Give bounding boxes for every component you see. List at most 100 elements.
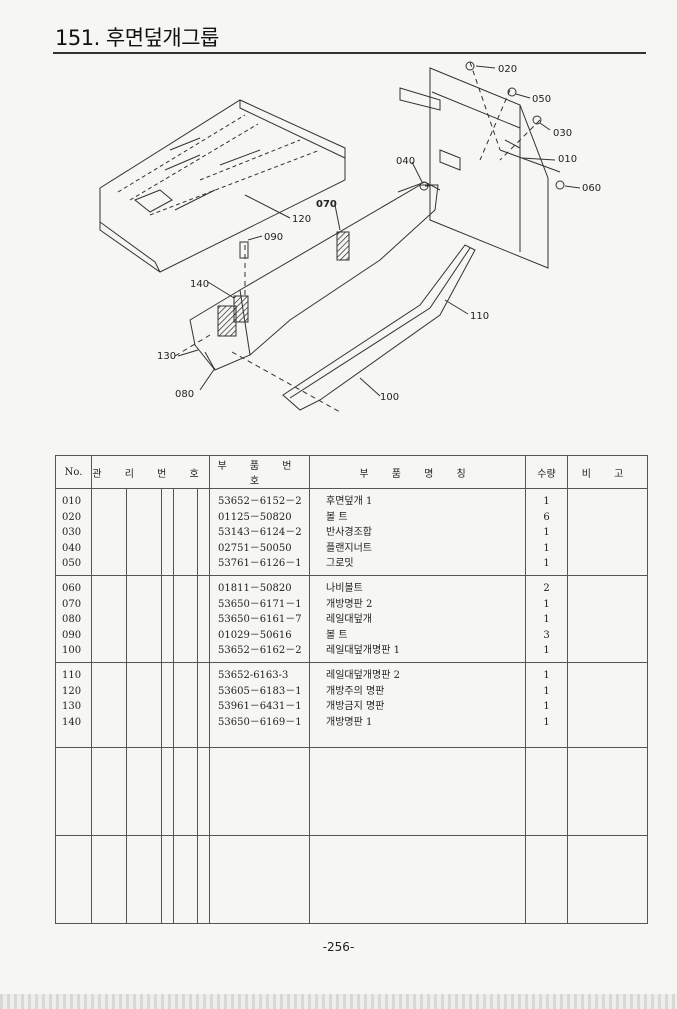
cell-part-name-value: 레일대덮개명판 2 <box>326 670 400 681</box>
cell-mgmt <box>161 575 174 663</box>
cell-mgmt <box>173 488 198 576</box>
cell-mgmt <box>173 662 198 748</box>
cell-quantity-value: 1 <box>543 645 550 656</box>
cell-no-value: 050 <box>62 558 82 569</box>
page-title: 151. 후면덮개그룹 <box>55 26 219 50</box>
scan-bottom-edge <box>0 994 677 1009</box>
cell-part-number-value: 53961－6431－1 <box>218 701 302 712</box>
cell-no-value: 030 <box>62 527 82 538</box>
cell-part-name-value: 개방명판 2 <box>326 598 373 610</box>
cell-part-name-value: 개방금지 명판 <box>326 701 385 712</box>
callout-070: 070 <box>316 199 337 210</box>
callout-090: 090 <box>264 232 283 243</box>
header-mgmt-number: 관 리 번 호 <box>91 455 210 489</box>
cell-mgmt <box>173 835 198 924</box>
cell-part-name-value: 플랜지너트 <box>326 542 372 554</box>
cell-quantity-value: 1 <box>543 558 550 569</box>
cell-quantity-value: 1 <box>543 614 550 625</box>
callout-050: 050 <box>532 94 551 105</box>
cell-part-number <box>209 835 310 924</box>
cell-part-name-value: 개방명판 1 <box>326 716 373 728</box>
cell-part-number-value: 53650－6169－1 <box>218 716 302 728</box>
cell-quantity-value: 1 <box>543 496 550 507</box>
cell-quantity <box>525 835 568 924</box>
wing-bolt-060-shape <box>555 180 565 190</box>
bolt-090-shape <box>239 241 249 259</box>
cell-part-name-value: 볼 트 <box>326 629 348 641</box>
header-part-number: 부 품 번 호 <box>209 455 310 489</box>
cell-quantity <box>525 747 568 836</box>
cell-part-name <box>309 835 526 924</box>
callout-040: 040 <box>396 156 415 167</box>
cell-mgmt <box>197 662 210 748</box>
callout-140: 140 <box>190 279 209 290</box>
cell-mgmt <box>91 835 127 924</box>
cell-part-number-value: 01125－50820 <box>218 511 292 523</box>
cell-remarks <box>567 575 648 663</box>
rear-panel-drawing <box>399 67 561 269</box>
callout-030: 030 <box>553 128 572 139</box>
table-row-group <box>55 747 648 836</box>
cell-remarks <box>567 488 648 576</box>
label-130-shape <box>217 305 237 337</box>
cell-mgmt <box>126 747 162 836</box>
cell-remarks <box>567 747 648 836</box>
title-underline <box>53 52 646 54</box>
cell-part-number-value: 53761－6126－1 <box>218 558 302 569</box>
cell-quantity-value: 1 <box>543 701 550 712</box>
exploded-parts-diagram: 020 050 030 010 060 040 070 120 090 140 … <box>99 61 601 413</box>
cell-mgmt <box>197 835 210 924</box>
cell-mgmt <box>91 747 127 836</box>
assembly-guide-lines <box>174 61 541 413</box>
cell-no-value: 140 <box>62 716 82 728</box>
cell-part-name-value: 반사경조합 <box>326 527 372 538</box>
cell-part-number <box>209 747 310 836</box>
cell-part-name <box>309 747 526 836</box>
cell-no-value: 040 <box>62 542 82 554</box>
cell-remarks <box>567 835 648 924</box>
cell-no <box>55 747 92 836</box>
cell-mgmt <box>126 488 162 576</box>
cell-no-value: 020 <box>62 511 82 523</box>
cell-quantity-value: 1 <box>543 527 550 538</box>
cell-quantity-value: 3 <box>543 629 550 641</box>
cell-part-number-value: 53143－6124－2 <box>218 527 302 538</box>
cell-quantity-value: 6 <box>543 511 550 523</box>
header-part-name: 부 품 명 칭 <box>309 455 526 489</box>
cell-remarks <box>567 662 648 748</box>
cell-part-number-value: 53652－6152－2 <box>218 496 302 507</box>
callout-130: 130 <box>157 351 176 362</box>
label-070-shape <box>336 231 350 261</box>
cell-part-name-value: 후면덮개 1 <box>326 496 373 507</box>
cell-mgmt <box>91 662 127 748</box>
cell-no <box>55 835 92 924</box>
tray-part-drawing <box>99 99 346 273</box>
page-number: -256- <box>322 940 355 954</box>
header-quantity: 수량 <box>525 455 568 489</box>
header-no: No. <box>55 455 92 489</box>
cell-no-value: 100 <box>62 645 82 656</box>
nut-040-shape <box>419 181 429 191</box>
cell-no-value: 060 <box>62 583 82 594</box>
table-row-group <box>55 835 648 924</box>
cell-no-value: 110 <box>62 670 82 681</box>
cell-mgmt <box>161 747 174 836</box>
cell-mgmt <box>173 575 198 663</box>
bolt-020-shape <box>465 61 475 71</box>
cell-part-name-value: 그로밋 <box>326 558 354 569</box>
cell-part-name-value: 나비볼트 <box>326 583 363 594</box>
cell-part-number-value: 01029－50616 <box>218 629 292 641</box>
callout-020: 020 <box>498 64 517 75</box>
cell-part-name-value: 레일대덮개 <box>326 614 372 625</box>
